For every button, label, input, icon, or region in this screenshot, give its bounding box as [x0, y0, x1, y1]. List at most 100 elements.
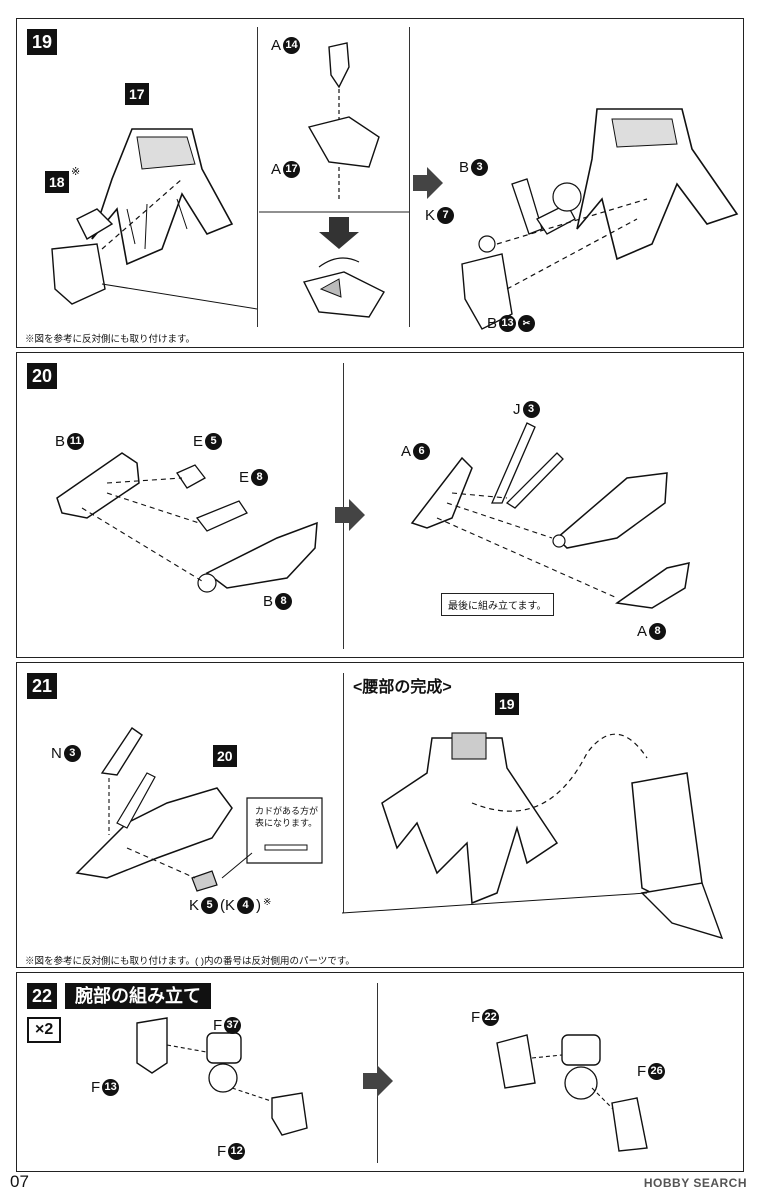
- leg-part-left-drawing: [56, 452, 318, 593]
- part-number: 17: [283, 161, 301, 178]
- part-number: 3: [522, 401, 540, 418]
- part-number: 7: [437, 207, 455, 224]
- part-letter: A: [271, 37, 282, 54]
- part-number: 26: [648, 1063, 666, 1080]
- alt-part-close: ): [256, 897, 262, 914]
- waist-skirt-drawing: [51, 128, 258, 310]
- part-letter: F: [213, 1017, 223, 1034]
- edge-side-callout: カドがある方が 表になります。: [255, 806, 319, 828]
- part-letter: K: [189, 897, 200, 914]
- arm-parts-right-drawing: [496, 1034, 648, 1152]
- leg-part-right-drawing: [410, 422, 690, 609]
- divider: [343, 363, 344, 649]
- part-letter: F: [637, 1063, 647, 1080]
- part-ref-20: 20: [213, 745, 237, 767]
- cut-mark-icon: ✂: [518, 315, 536, 332]
- part-letter: J: [513, 401, 521, 418]
- part-letter: F: [91, 1079, 101, 1096]
- skirt-assembly-drawing: [461, 108, 739, 330]
- part-number: 13: [499, 315, 517, 332]
- next-arrow-icon: [413, 167, 443, 199]
- divider: [257, 27, 258, 327]
- step-22-title: 腕部の組み立て: [65, 983, 211, 1009]
- part-ref-19: 19: [495, 693, 519, 715]
- part-number: 22: [482, 1009, 500, 1026]
- assemble-last-callout: 最後に組み立てます。: [441, 593, 554, 616]
- next-arrow-icon: [335, 499, 365, 531]
- part-letter: B: [487, 315, 498, 332]
- part-letter: F: [217, 1143, 227, 1160]
- part-ref-18: 18: [45, 171, 69, 193]
- section-title: <腰部の完成>: [353, 679, 452, 696]
- part-letter: B: [263, 593, 274, 610]
- part-number: 11: [67, 433, 85, 450]
- part-letter: N: [51, 745, 62, 762]
- part-number: 37: [224, 1017, 242, 1034]
- part-number: 3: [471, 159, 489, 176]
- part-letter: B: [55, 433, 66, 450]
- step-number: 20: [27, 363, 58, 389]
- part-a14-a17-drawing: [259, 42, 409, 318]
- part-letter: A: [637, 623, 648, 640]
- part-number: 13: [102, 1079, 120, 1096]
- page-number: 07: [10, 1172, 29, 1191]
- part-letter: A: [401, 443, 412, 460]
- part-number: 12: [228, 1143, 246, 1160]
- part-number: 5: [205, 433, 223, 450]
- part-letter: A: [271, 161, 282, 178]
- part-mark: ※: [263, 897, 272, 908]
- part-number: 3: [63, 745, 81, 762]
- divider: [409, 27, 410, 327]
- divider: [343, 673, 344, 913]
- part-letter: E: [193, 433, 204, 450]
- leg-assembly-drawing: [75, 727, 323, 892]
- part-number: 6: [413, 443, 431, 460]
- part-letter: F: [471, 1009, 481, 1026]
- alt-part-open: (K: [220, 897, 236, 914]
- watermark: HOBBY SEARCH: [643, 1176, 747, 1190]
- arm-parts-left-drawing: [136, 1017, 308, 1136]
- part-number: 8: [251, 469, 269, 486]
- waist-complete-drawing: [341, 732, 724, 940]
- part-letter: E: [239, 469, 250, 486]
- part-number: 5: [201, 897, 219, 914]
- part-number: 8: [275, 593, 293, 610]
- part-letter: B: [459, 159, 470, 176]
- part-letter: K: [425, 207, 436, 224]
- step-21-note: ※図を参考に反対側にも取り付けます。( )内の番号は反対側用のパーツです。: [25, 956, 355, 967]
- step-number: 22: [27, 983, 58, 1009]
- step-number: 21: [27, 673, 58, 699]
- part-number: 8: [649, 623, 667, 640]
- quantity-badge: ×2: [27, 1017, 62, 1043]
- part-number: 14: [283, 37, 301, 54]
- part-18-mark: ※: [71, 166, 81, 178]
- step-number: 19: [27, 29, 58, 55]
- next-arrow-icon: [363, 1065, 393, 1097]
- step-19-note: ※図を参考に反対側にも取り付けます。: [25, 334, 196, 345]
- alt-part-number: 4: [237, 897, 255, 914]
